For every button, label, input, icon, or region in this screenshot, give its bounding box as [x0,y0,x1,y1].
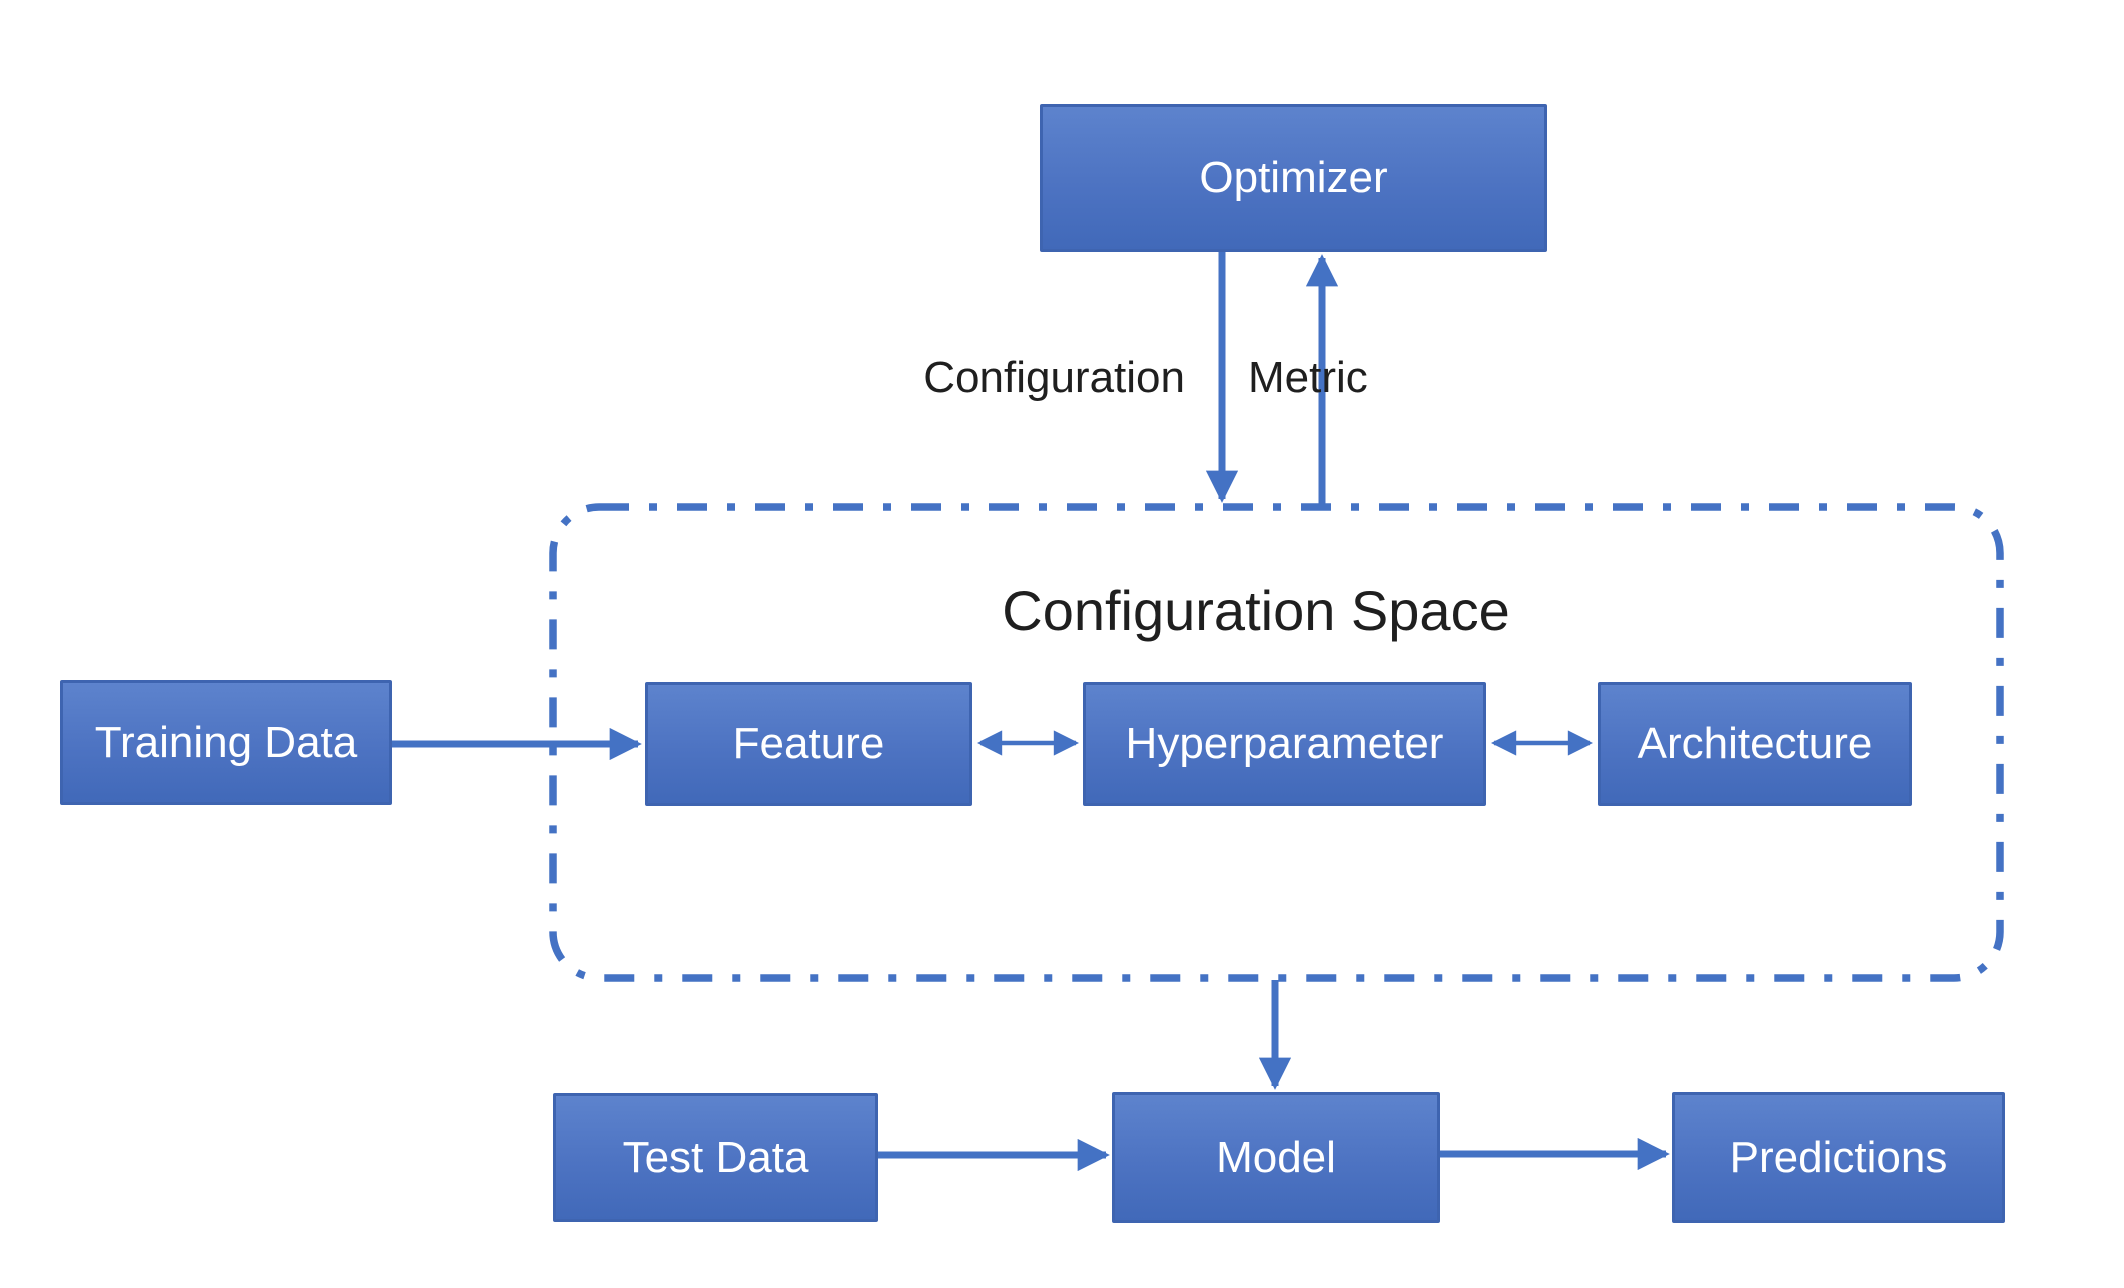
node-test-data-label: Test Data [622,1132,809,1182]
node-model: Model [1112,1092,1440,1223]
node-training-data: Training Data [60,680,392,805]
node-optimizer: Optimizer [1040,104,1547,252]
configuration-space-boundary [549,503,2004,982]
node-hyperparameter: Hyperparameter [1083,682,1486,806]
node-feature: Feature [645,682,972,806]
node-architecture: Architecture [1598,682,1912,806]
node-feature-label: Feature [732,719,885,768]
node-optimizer-label: Optimizer [1199,153,1388,202]
edge-label-metric: Metric [1248,353,1368,402]
node-hyperparameter-label: Hyperparameter [1125,719,1444,768]
node-predictions-label: Predictions [1729,1132,1948,1182]
edge-label-configuration: Configuration [923,353,1185,402]
node-training-data-label: Training Data [94,717,358,767]
node-predictions: Predictions [1672,1092,2005,1223]
node-model-label: Model [1216,1132,1336,1182]
node-test-data: Test Data [553,1093,878,1222]
configuration-space-title: Configuration Space [1002,579,1510,642]
node-architecture-label: Architecture [1637,719,1873,768]
